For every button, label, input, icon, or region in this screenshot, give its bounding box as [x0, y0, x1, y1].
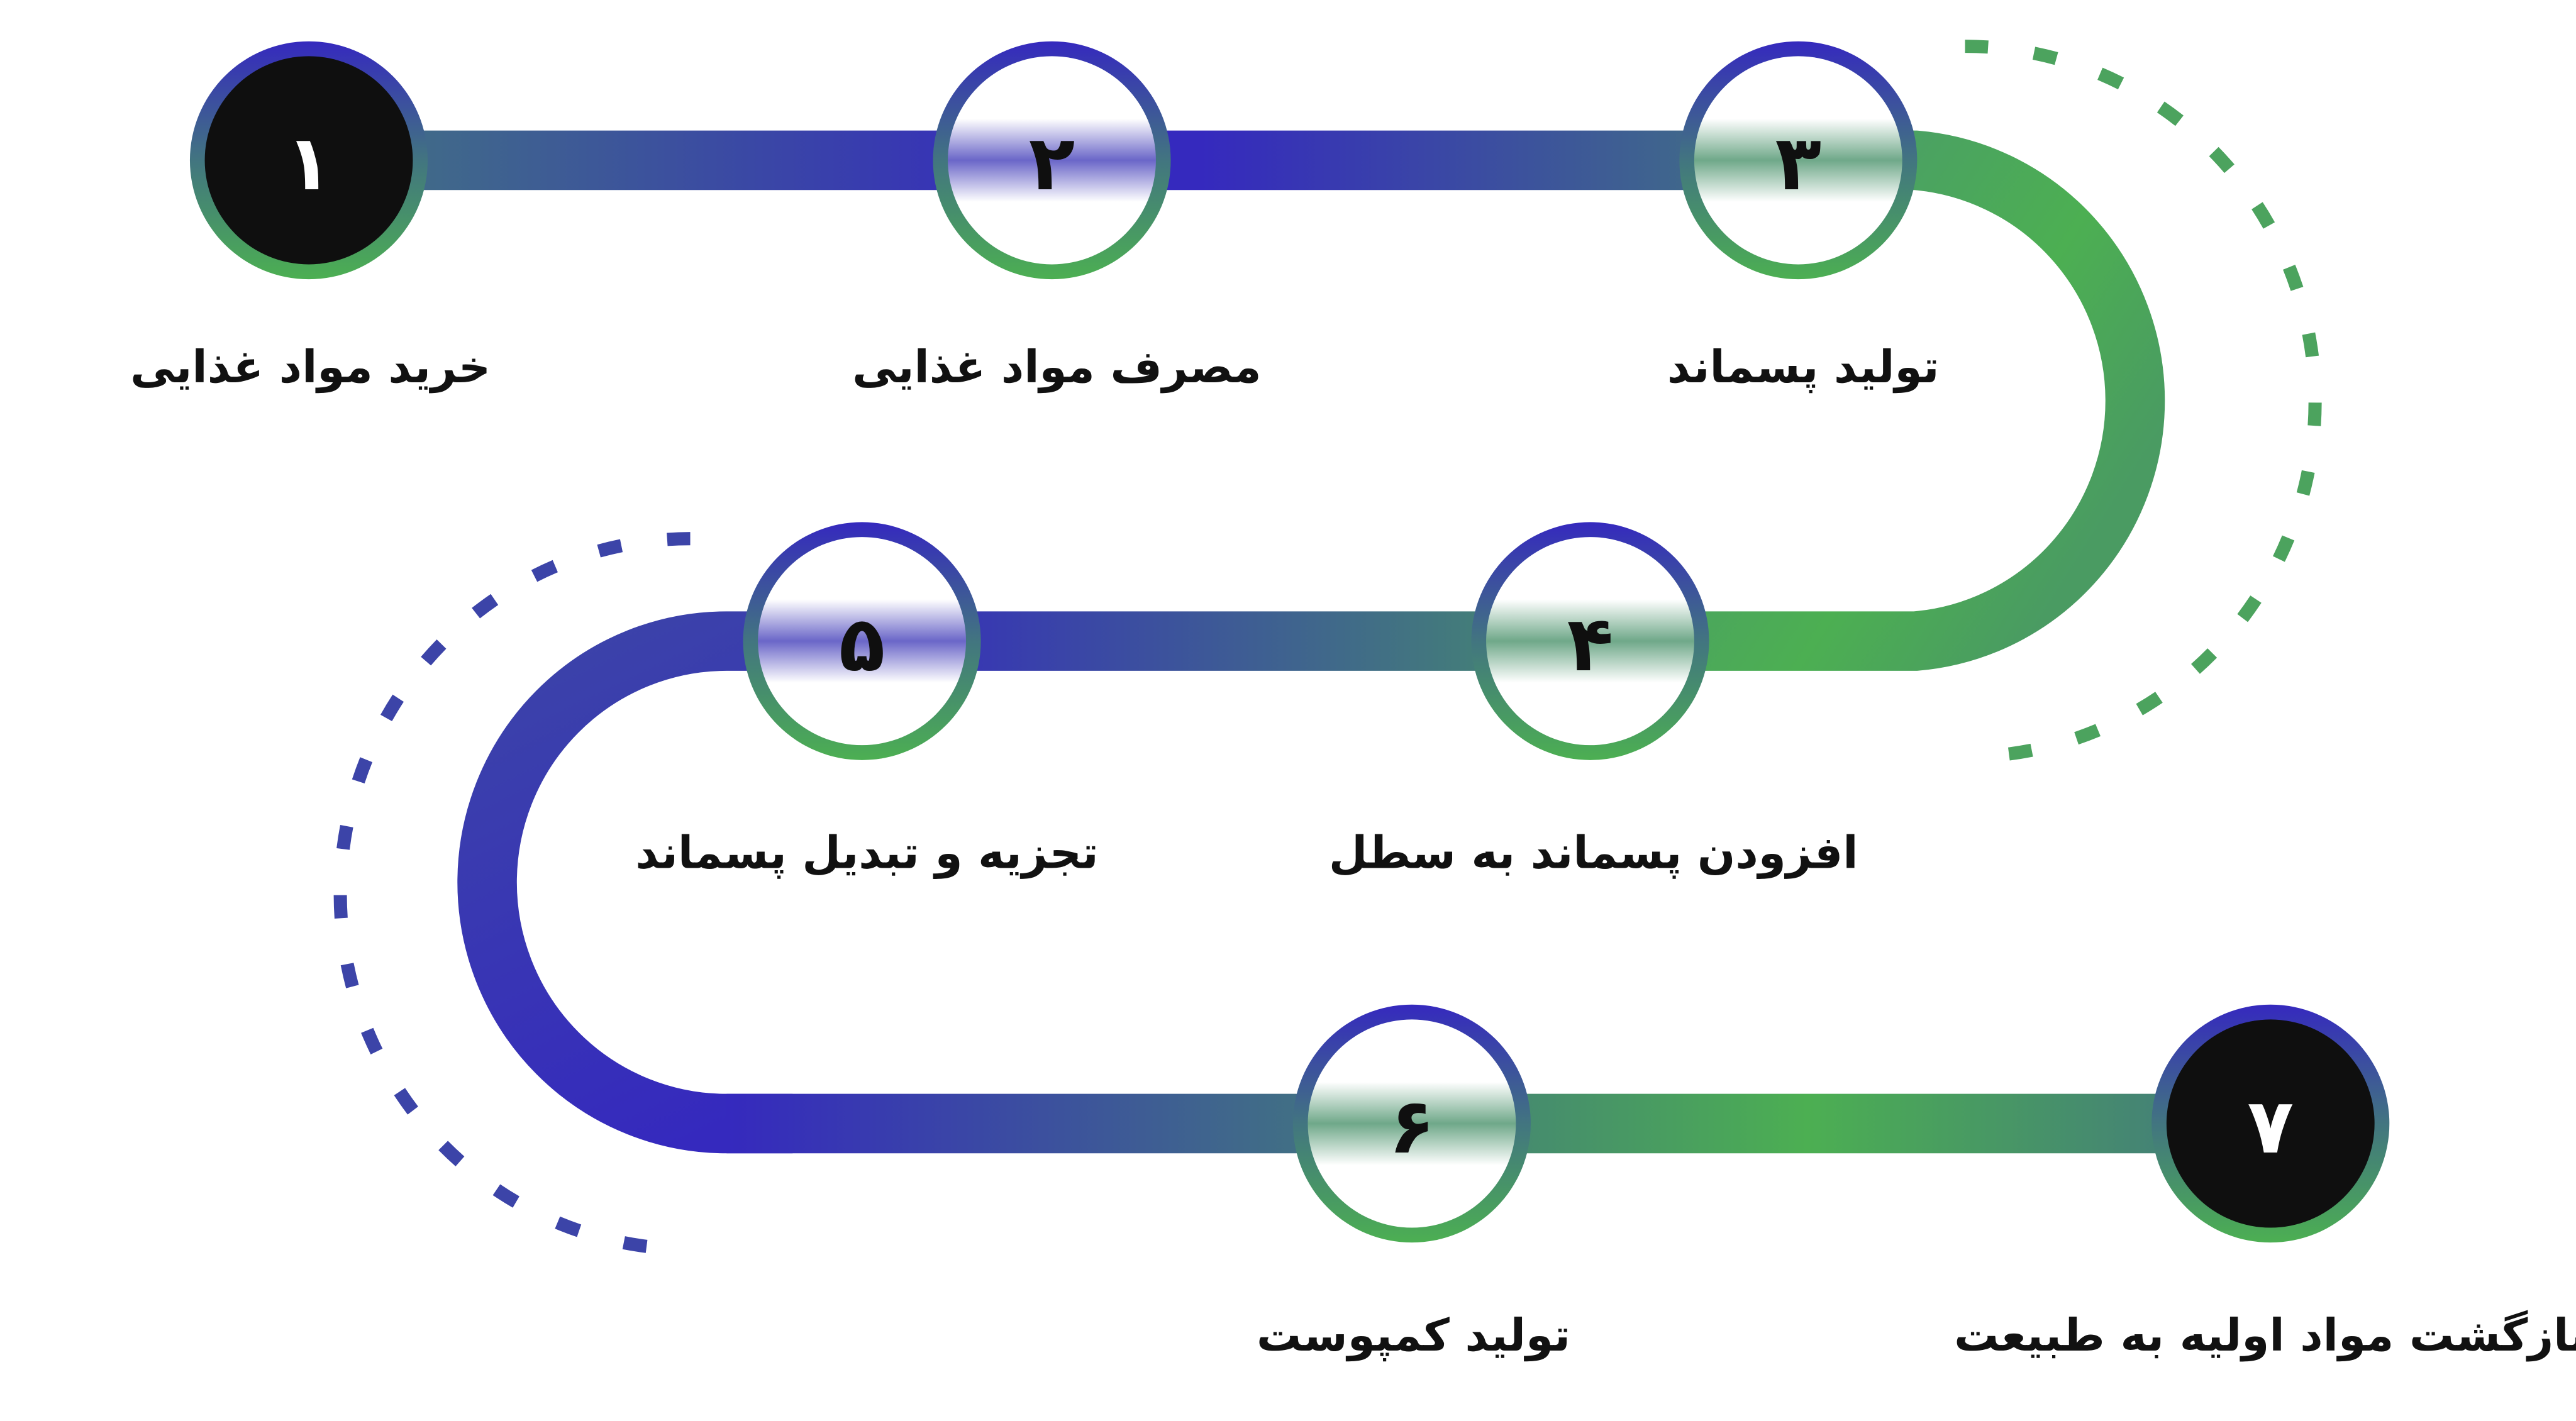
step-number: ۲: [1029, 119, 1075, 207]
step-label-3: تولید پسماند: [1667, 341, 1940, 394]
step-node-1: ۱: [189, 41, 428, 280]
step-label-5: تجزیه و تبدیل پسماند: [635, 826, 1098, 879]
step-label-1: خرید مواد غذایی: [130, 341, 491, 393]
step-inner: [758, 537, 966, 746]
step-node-2: ۲: [933, 41, 1171, 280]
track-arc-left: [457, 611, 862, 1154]
step-node-5: ۵: [743, 522, 981, 760]
step-number: ۶: [1389, 1083, 1435, 1171]
step-inner: [1307, 1019, 1516, 1228]
step-number: ۳: [1775, 119, 1821, 207]
step-inner: [1486, 537, 1694, 746]
step-number: ۷: [2247, 1083, 2294, 1171]
step-node-7: ۷: [2151, 1004, 2390, 1243]
step-inner: [948, 56, 1156, 265]
step-label-2: مصرف مواد غذایی: [852, 341, 1261, 393]
track-arc-right: [1590, 130, 2165, 671]
step-label-4: افزودن پسماند به سطل: [1329, 826, 1858, 879]
step-node-3: ۳: [1679, 41, 1918, 280]
step-node-4: ۴: [1471, 522, 1709, 760]
step-number: ۱: [286, 119, 332, 207]
step-label-6: تولید کمپوست: [1257, 1309, 1570, 1362]
step-nodes: ۱ ۲ ۳ ۴ ۵ ۶ ۷: [189, 41, 2390, 1243]
step-number: ۵: [839, 600, 886, 688]
process-track: [308, 130, 2271, 1154]
step-inner: [204, 56, 413, 265]
step-labels: خرید مواد غذایی مصرف مواد غذایی تولید پسما…: [130, 341, 2576, 1362]
step-number: ۴: [1567, 600, 1614, 688]
step-inner: [1694, 56, 1902, 265]
step-label-7: بازگشت مواد اولیه به طبیعت: [1954, 1309, 2576, 1362]
step-inner: [2166, 1019, 2375, 1228]
step-node-6: ۶: [1292, 1004, 1531, 1243]
